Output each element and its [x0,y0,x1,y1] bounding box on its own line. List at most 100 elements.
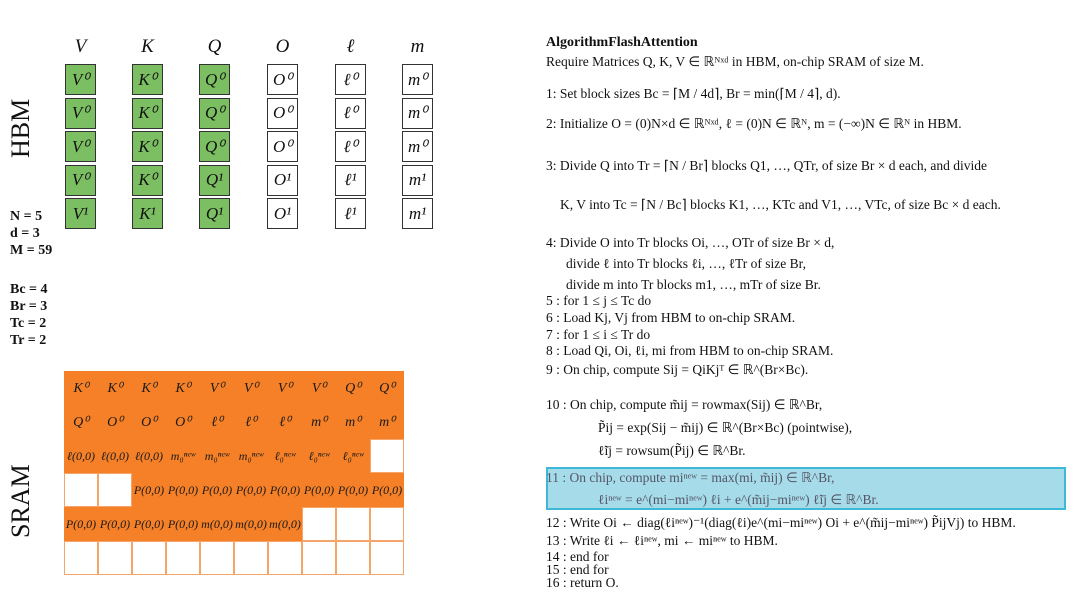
sram-cell: P(0,0) [132,473,166,507]
algorithm-step-line: 11 : On chip, compute miⁿᵉʷ = max(mi, m̃… [546,470,835,485]
sram-cell: m(0,0) [268,507,302,541]
param-tc: Tc = 2 [10,316,47,331]
hbm-cell: K⁰ [132,164,163,196]
hbm-cell: Q⁰ [199,64,230,95]
hbm-cell: O⁰ [267,131,298,163]
sram-cell: O⁰ [132,405,166,439]
sram-cell [302,507,336,541]
sram-cell: K⁰ [98,371,132,405]
hbm-cell: Q⁰ [199,131,230,163]
algorithm-step-line: 10 : On chip, compute m̃ij = rowmax(Sij)… [546,397,823,412]
sram-cell [302,541,336,575]
sram-cell: ℓ₀ⁿᵉʷ [302,439,336,473]
column-header-5: m [410,36,425,57]
hbm-cell: V⁰ [65,64,96,95]
hbm-cell: O⁰ [267,64,298,95]
hbm-cell: O¹ [267,164,298,196]
sram-cell: ℓ₀ⁿᵉʷ [268,439,302,473]
hbm-cell: V¹ [65,198,96,230]
algorithm-step-line: 12 : Write Oi ← diag(ℓiⁿᵉʷ)⁻¹(diag(ℓi)e^… [546,515,1016,530]
algorithm-step-line: ℓ̃ij = rowsum(P̃ij) ∈ ℝ^Br. [598,443,746,458]
hbm-cell: K⁰ [132,131,163,163]
sram-cell: O⁰ [98,405,132,439]
sram-cell: m(0,0) [200,507,234,541]
sram-cell [166,541,200,575]
hbm-cell: ℓ¹ [335,164,366,196]
hbm-cell: m⁰ [402,131,433,163]
hbm-cell: Q¹ [199,164,230,196]
algorithm-step-line: 5 : for 1 ≤ j ≤ Tc do [546,293,652,308]
algorithm-step-line: 7 : for 1 ≤ i ≤ Tr do [546,327,651,342]
sram-cell: m⁰ [336,405,370,439]
sram-cell: P(0,0) [98,507,132,541]
algorithm-step-line: 14 : end for [546,549,609,564]
sram-cell: m₀ⁿᵉʷ [234,439,268,473]
column-header-1: K [141,36,154,57]
sram-cell: m₀ⁿᵉʷ [166,439,200,473]
hbm-cell: ℓ⁰ [335,64,366,95]
algorithm-step-line: 13 : Write ℓi ← ℓiⁿᵉʷ, mi ← miⁿᵉʷ to HBM… [546,533,778,548]
hbm-cell: O⁰ [267,97,298,129]
hbm-cell: ℓ⁰ [335,97,366,129]
sram-cell: K⁰ [64,371,98,405]
param-br: Br = 3 [10,299,48,314]
hbm-cell: V⁰ [65,97,96,129]
sram-cell [370,439,404,473]
algorithm-step-line: 6 : Load Kj, Vj from HBM to on-chip SRAM… [546,310,796,325]
sram-cell: m₀ⁿᵉʷ [200,439,234,473]
sram-cell [64,473,98,507]
algorithm-require: Require Matrices Q, K, V ∈ ℝᴺˣᵈ in HBM, … [546,54,924,69]
sram-cell: V⁰ [268,371,302,405]
sram-cell: ℓ⁰ [268,405,302,439]
parameters: N = 5 d = 3 M = 59 Bc = 4 Br = 3 Tc = 2 … [10,208,52,349]
param-m: M = 59 [10,243,53,258]
algorithm-step-line: 16 : return O. [546,575,619,590]
sram-cell: P(0,0) [166,507,200,541]
sram-cell: m⁰ [302,405,336,439]
sram-cell: Q⁰ [336,371,370,405]
column-header-3: O [275,36,290,57]
param-n: N = 5 [10,209,43,224]
algorithm-step-line: P̃ij = exp(Sij − m̃ij) ∈ ℝ^(Br×Bc) (poin… [598,420,853,435]
sram-cell: ℓ⁰ [200,405,234,439]
sram-cell [336,507,370,541]
column-header-0: V [74,36,87,57]
sram-cell: V⁰ [234,371,268,405]
param-tr: Tr = 2 [10,333,47,348]
column-header-2: Q [207,36,222,57]
hbm-cell: ℓ⁰ [335,131,366,163]
algorithm-step-line: divide m into Tr blocks m1, …, mTr of si… [566,277,821,292]
sram-cell [64,541,98,575]
hbm-cell: K¹ [132,198,163,230]
sram-cell: P(0,0) [302,473,336,507]
sram-cell: ℓ⁰ [234,405,268,439]
algorithm-title: AlgorithmFlashAttention [546,35,698,50]
sram-cell: ℓ(0,0) [64,439,98,473]
hbm-cell: ℓ¹ [335,198,366,230]
algorithm-step-line: 2: Initialize O = (0)N×d ∈ ℝᴺˣᵈ, ℓ = (0)… [546,116,962,131]
sram-cell: m(0,0) [234,507,268,541]
algorithm-step-line: divide ℓ into Tr blocks ℓi, …, ℓTr of si… [566,256,807,271]
sram-cell [336,541,370,575]
sram-cell: P(0,0) [200,473,234,507]
hbm-cell: Q¹ [199,198,230,230]
sram-cell: ℓ(0,0) [132,439,166,473]
hbm-cell: m⁰ [402,97,433,129]
sram-cell [98,541,132,575]
hbm-cell: m¹ [402,198,433,230]
hbm-cell: K⁰ [132,64,163,95]
column-header-4: ℓ [346,36,355,57]
sram-cell [370,507,404,541]
sram-cell: P(0,0) [370,473,404,507]
sram-cell: P(0,0) [234,473,268,507]
sram-label: SRAM [6,464,35,538]
sram-cell [234,541,268,575]
param-bc: Bc = 4 [10,282,48,297]
sram-cell [268,541,302,575]
sram-cell: V⁰ [302,371,336,405]
algorithm-step-line: 4: Divide O into Tr blocks Oi, …, OTr of… [546,235,835,250]
hbm-cell: V⁰ [65,164,96,196]
sram-cell: V⁰ [200,371,234,405]
sram-cell: Q⁰ [370,371,404,405]
